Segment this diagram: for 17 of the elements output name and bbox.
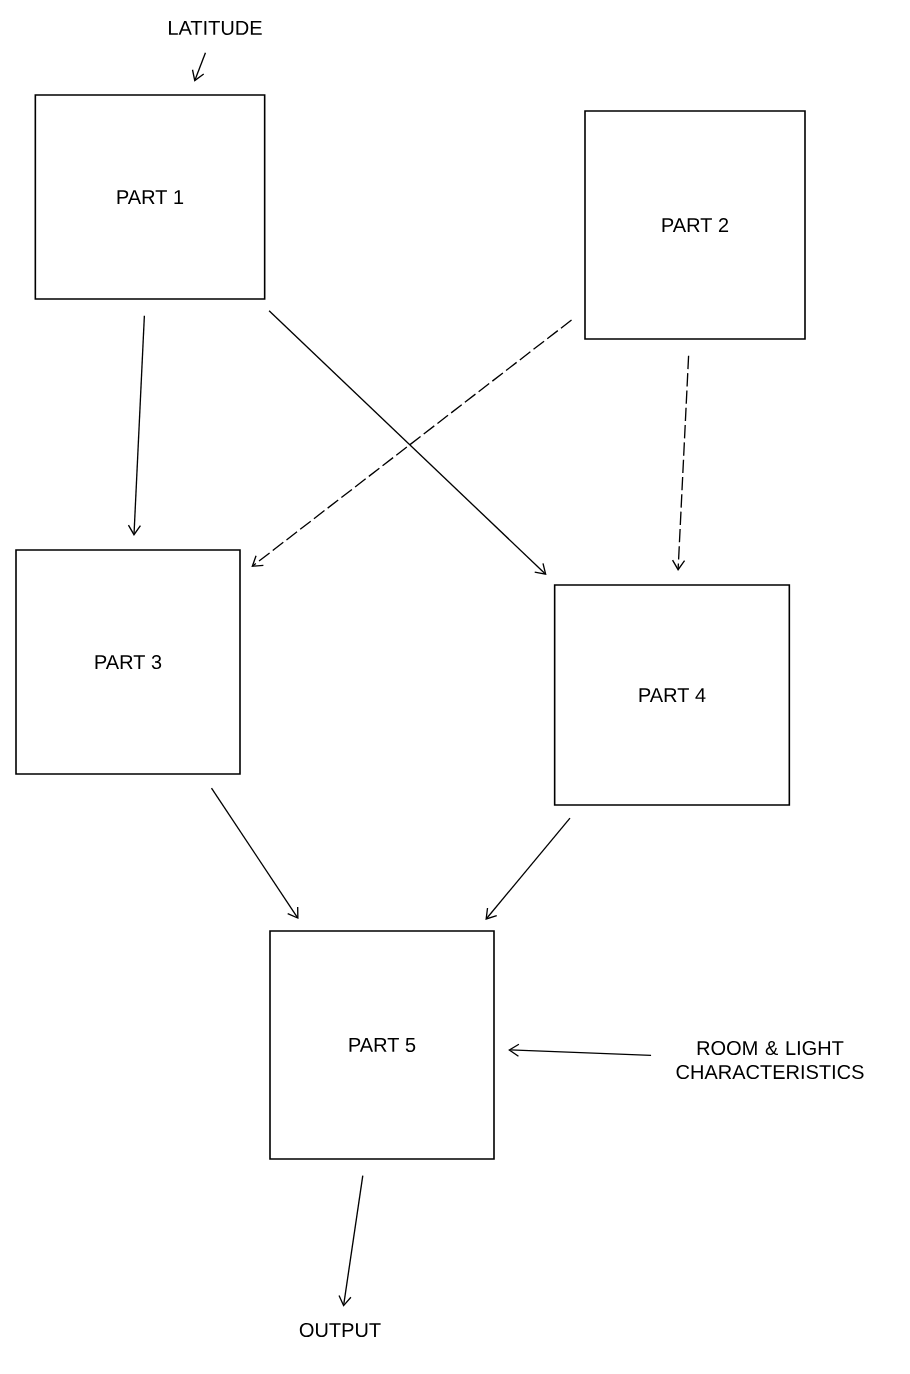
process-box: PART 4 xyxy=(553,584,791,806)
arrow xyxy=(485,817,571,920)
arrow xyxy=(191,52,207,82)
arrow xyxy=(268,310,547,575)
arrow xyxy=(671,355,690,571)
text-label: LATITUDE xyxy=(169,21,262,35)
arrow xyxy=(210,787,299,920)
arrow xyxy=(338,1174,364,1307)
process-box: PART 1 xyxy=(34,94,266,300)
text-label: OUTPUT xyxy=(299,1322,381,1338)
arrow xyxy=(127,315,146,536)
arrow xyxy=(508,1043,652,1057)
process-box: PART 2 xyxy=(584,110,806,340)
arrow xyxy=(251,319,573,567)
process-box: PART 5 xyxy=(269,930,495,1160)
process-box: PART 3 xyxy=(15,549,241,775)
text-label: ROOM & LIGHT CHARACTERISTICS xyxy=(676,1040,864,1080)
